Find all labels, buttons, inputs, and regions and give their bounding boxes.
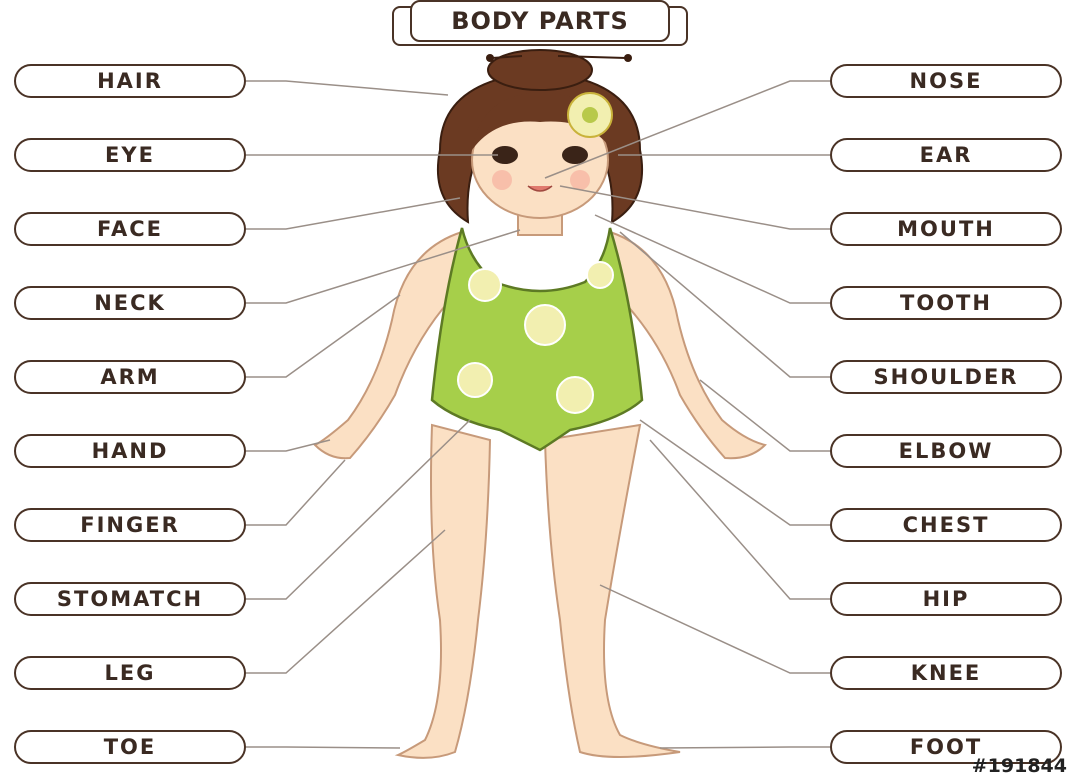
- label-text: FINGER: [80, 513, 180, 537]
- left-label-finger: FINGER: [14, 508, 246, 542]
- leader-line-foot: [660, 747, 830, 748]
- leader-line-toe: [246, 747, 400, 748]
- leader-line-chest: [640, 420, 830, 525]
- label-text: FACE: [97, 217, 163, 241]
- left-label-arm: ARM: [14, 360, 246, 394]
- leader-line-tooth: [595, 215, 830, 303]
- leader-line-stomatch: [246, 420, 470, 599]
- label-text: HIP: [923, 587, 970, 611]
- right-label-chest: CHEST: [830, 508, 1062, 542]
- leader-line-shoulder: [620, 232, 830, 377]
- label-text: CHEST: [903, 513, 990, 537]
- label-text: KNEE: [911, 661, 982, 685]
- title-frame: BODY PARTS: [410, 0, 670, 42]
- left-label-hair: HAIR: [14, 64, 246, 98]
- right-label-tooth: TOOTH: [830, 286, 1062, 320]
- right-label-hip: HIP: [830, 582, 1062, 616]
- left-label-eye: EYE: [14, 138, 246, 172]
- right-label-mouth: MOUTH: [830, 212, 1062, 246]
- left-label-neck: NECK: [14, 286, 246, 320]
- label-text: STOMATCH: [57, 587, 203, 611]
- label-text: LEG: [105, 661, 156, 685]
- label-text: MOUTH: [897, 217, 995, 241]
- label-text: NECK: [94, 291, 166, 315]
- left-label-stomatch: STOMATCH: [14, 582, 246, 616]
- right-label-elbow: ELBOW: [830, 434, 1062, 468]
- leader-line-knee: [600, 585, 830, 673]
- right-label-nose: NOSE: [830, 64, 1062, 98]
- label-text: EYE: [105, 143, 155, 167]
- right-label-ear: EAR: [830, 138, 1062, 172]
- label-text: ELBOW: [899, 439, 994, 463]
- leader-line-elbow: [700, 380, 830, 451]
- right-label-knee: KNEE: [830, 656, 1062, 690]
- leader-line-finger: [246, 460, 345, 525]
- leader-line-mouth: [560, 186, 830, 229]
- label-text: EAR: [920, 143, 973, 167]
- left-label-toe: TOE: [14, 730, 246, 764]
- page-title: BODY PARTS: [451, 7, 629, 35]
- label-text: SHOULDER: [874, 365, 1019, 389]
- label-text: TOOTH: [900, 291, 992, 315]
- leader-line-leg: [246, 530, 445, 673]
- label-text: TOE: [104, 735, 157, 759]
- leader-line-hair: [246, 81, 448, 95]
- leader-line-face: [246, 198, 460, 229]
- left-label-face: FACE: [14, 212, 246, 246]
- leader-line-hand: [246, 440, 330, 451]
- right-label-shoulder: SHOULDER: [830, 360, 1062, 394]
- left-label-leg: LEG: [14, 656, 246, 690]
- label-text: ARM: [100, 365, 159, 389]
- leader-line-hip: [650, 440, 830, 599]
- leader-line-nose: [545, 81, 830, 178]
- label-text: NOSE: [910, 69, 983, 93]
- leader-line-neck: [246, 230, 520, 303]
- leader-line-arm: [246, 295, 400, 377]
- stock-id: #191844: [972, 755, 1067, 777]
- label-text: HAIR: [97, 69, 163, 93]
- left-label-hand: HAND: [14, 434, 246, 468]
- label-text: HAND: [92, 439, 169, 463]
